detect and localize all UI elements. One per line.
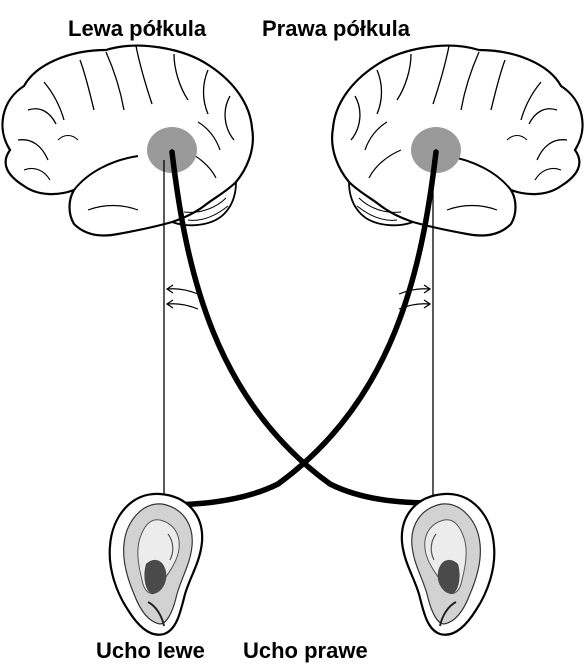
right-ear-illustration bbox=[402, 494, 494, 635]
left-ear-illustration bbox=[110, 494, 202, 635]
left-suppression-arrows bbox=[167, 285, 198, 309]
left-brain bbox=[2, 46, 252, 236]
left-ear-label: Ucho lewe bbox=[96, 640, 205, 662]
right-ear-label: Ucho prawe bbox=[243, 640, 368, 662]
right-brain bbox=[332, 46, 582, 236]
